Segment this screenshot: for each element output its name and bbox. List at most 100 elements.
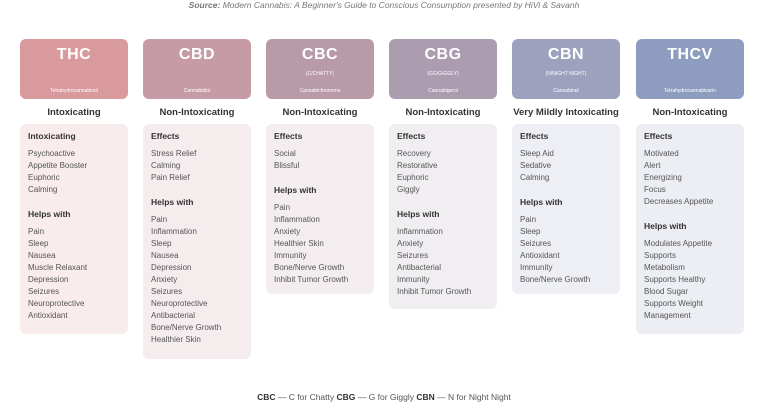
footer-legend: CBC — C for Chatty CBG — G for Giggly CB… [0,392,768,402]
abbreviation: CBC [301,46,339,63]
section-title: Helps with [28,209,71,219]
section-title: Helps with [274,185,317,195]
effect-label: Non-Intoxicating [159,107,235,118]
list-item: Seizures [28,287,60,296]
section-title: Helps with [644,221,687,231]
list-item: Seizures [397,251,429,260]
list-item: Metabolism [644,263,685,272]
list-item: Pain [274,203,291,212]
full-name: Tetrahydrocannabinol [50,88,98,94]
list-item: Inflammation [274,215,320,224]
list-item: Nausea [28,251,56,260]
footer-text-cbc: — C for Chatty [277,392,335,402]
list-item: Depression [151,263,192,272]
list-item: Decreases Appetite [644,197,714,206]
list-item: Blood Sugar [644,287,689,296]
footer-key-cbn: CBN [416,392,435,402]
list-item: Supports Weight [644,299,703,308]
source-text: Modern Cannabis: A Beginner's Guide to C… [222,0,580,10]
header-card-thcv: THCV Tetrahydrocannabivarin [636,39,744,99]
nickname: (GG/GIGGLY) [427,71,459,77]
list-item: Anxiety [397,239,424,248]
list-item: Modulates Appetite [644,239,713,248]
list-item: Antioxidant [28,311,68,320]
list-item: Blissful [274,161,300,170]
list-item: Depression [28,275,69,284]
list-item: Immunity [520,263,553,272]
list-item: Management [644,311,691,320]
section-title: Helps with [397,209,440,219]
list-item: Sleep Aid [520,149,554,158]
nickname: (N/NIGHT NIGHT) [545,71,587,77]
list-item: Muscle Relaxant [28,263,88,272]
source-caption: Source: Modern Cannabis: A Beginner's Gu… [0,0,768,10]
section-title: Effects [520,131,549,141]
list-item: Nausea [151,251,179,260]
list-item: Pain [151,215,168,224]
header-card-cbc: CBC (C/CHATTY) Cannabichromene [266,39,374,99]
section-title: Effects [274,131,303,141]
list-item: Anxiety [151,275,178,284]
header-card-cbg: CBG (GG/GIGGLY) Cannabigerol [389,39,497,99]
full-name: Tetrahydrocannabivarin [664,88,716,94]
list-item: Antibacterial [151,311,196,320]
list-item: Seizures [520,239,552,248]
abbreviation: THCV [667,46,713,63]
list-item: Bone/Nerve Growth [520,275,591,284]
list-item: Inhibit Tumor Growth [397,287,472,296]
full-name: Cannabinol [553,88,579,94]
list-item: Restorative [397,161,438,170]
list-item: Supports [644,251,677,260]
list-item: Recovery [397,149,431,158]
list-item: Sedative [520,161,552,170]
footer-text-cbg: — G for Giggly [357,392,414,402]
list-item: Focus [644,185,666,194]
footer-key-cbg: CBG [336,392,356,402]
effect-label: Intoxicating [47,107,101,118]
list-item: Anxiety [274,227,301,236]
list-item: Inflammation [397,227,443,236]
list-item: Pain Relief [151,173,190,182]
effect-label: Non-Intoxicating [282,107,358,118]
section-title: Helps with [151,197,194,207]
list-item: Neuroprotective [151,299,208,308]
list-item: Sleep [151,239,172,248]
footer-key-cbc: CBC [257,392,276,402]
abbreviation: CBG [424,46,462,63]
list-item: Pain [28,227,45,236]
list-item: Inhibit Tumor Growth [274,275,349,284]
full-name: Cannabichromene [299,88,341,94]
abbreviation: CBD [178,46,216,63]
list-item: Healthier Skin [274,239,324,248]
list-item: Immunity [397,275,430,284]
list-item: Calming [151,161,181,170]
list-item: Bone/Nerve Growth [274,263,345,272]
list-item: Pain [520,215,537,224]
list-item: Sleep [520,227,541,236]
list-item: Motivated [644,149,679,158]
footer-text-cbn: — N for Night Night [437,392,511,402]
list-item: Euphoric [28,173,60,182]
nickname: (C/CHATTY) [306,71,334,77]
full-name: Cannabigerol [428,88,458,94]
list-item: Seizures [151,287,183,296]
list-item: Euphoric [397,173,429,182]
section-title: Effects [644,131,673,141]
list-item: Immunity [274,251,307,260]
list-item: Bone/Nerve Growth [151,323,222,332]
header-card-cbn: CBN(N/NIGHT NIGHT)Cannabinol [512,39,620,99]
list-item: Antioxidant [520,251,560,260]
list-item: Appetite Booster [28,161,88,170]
